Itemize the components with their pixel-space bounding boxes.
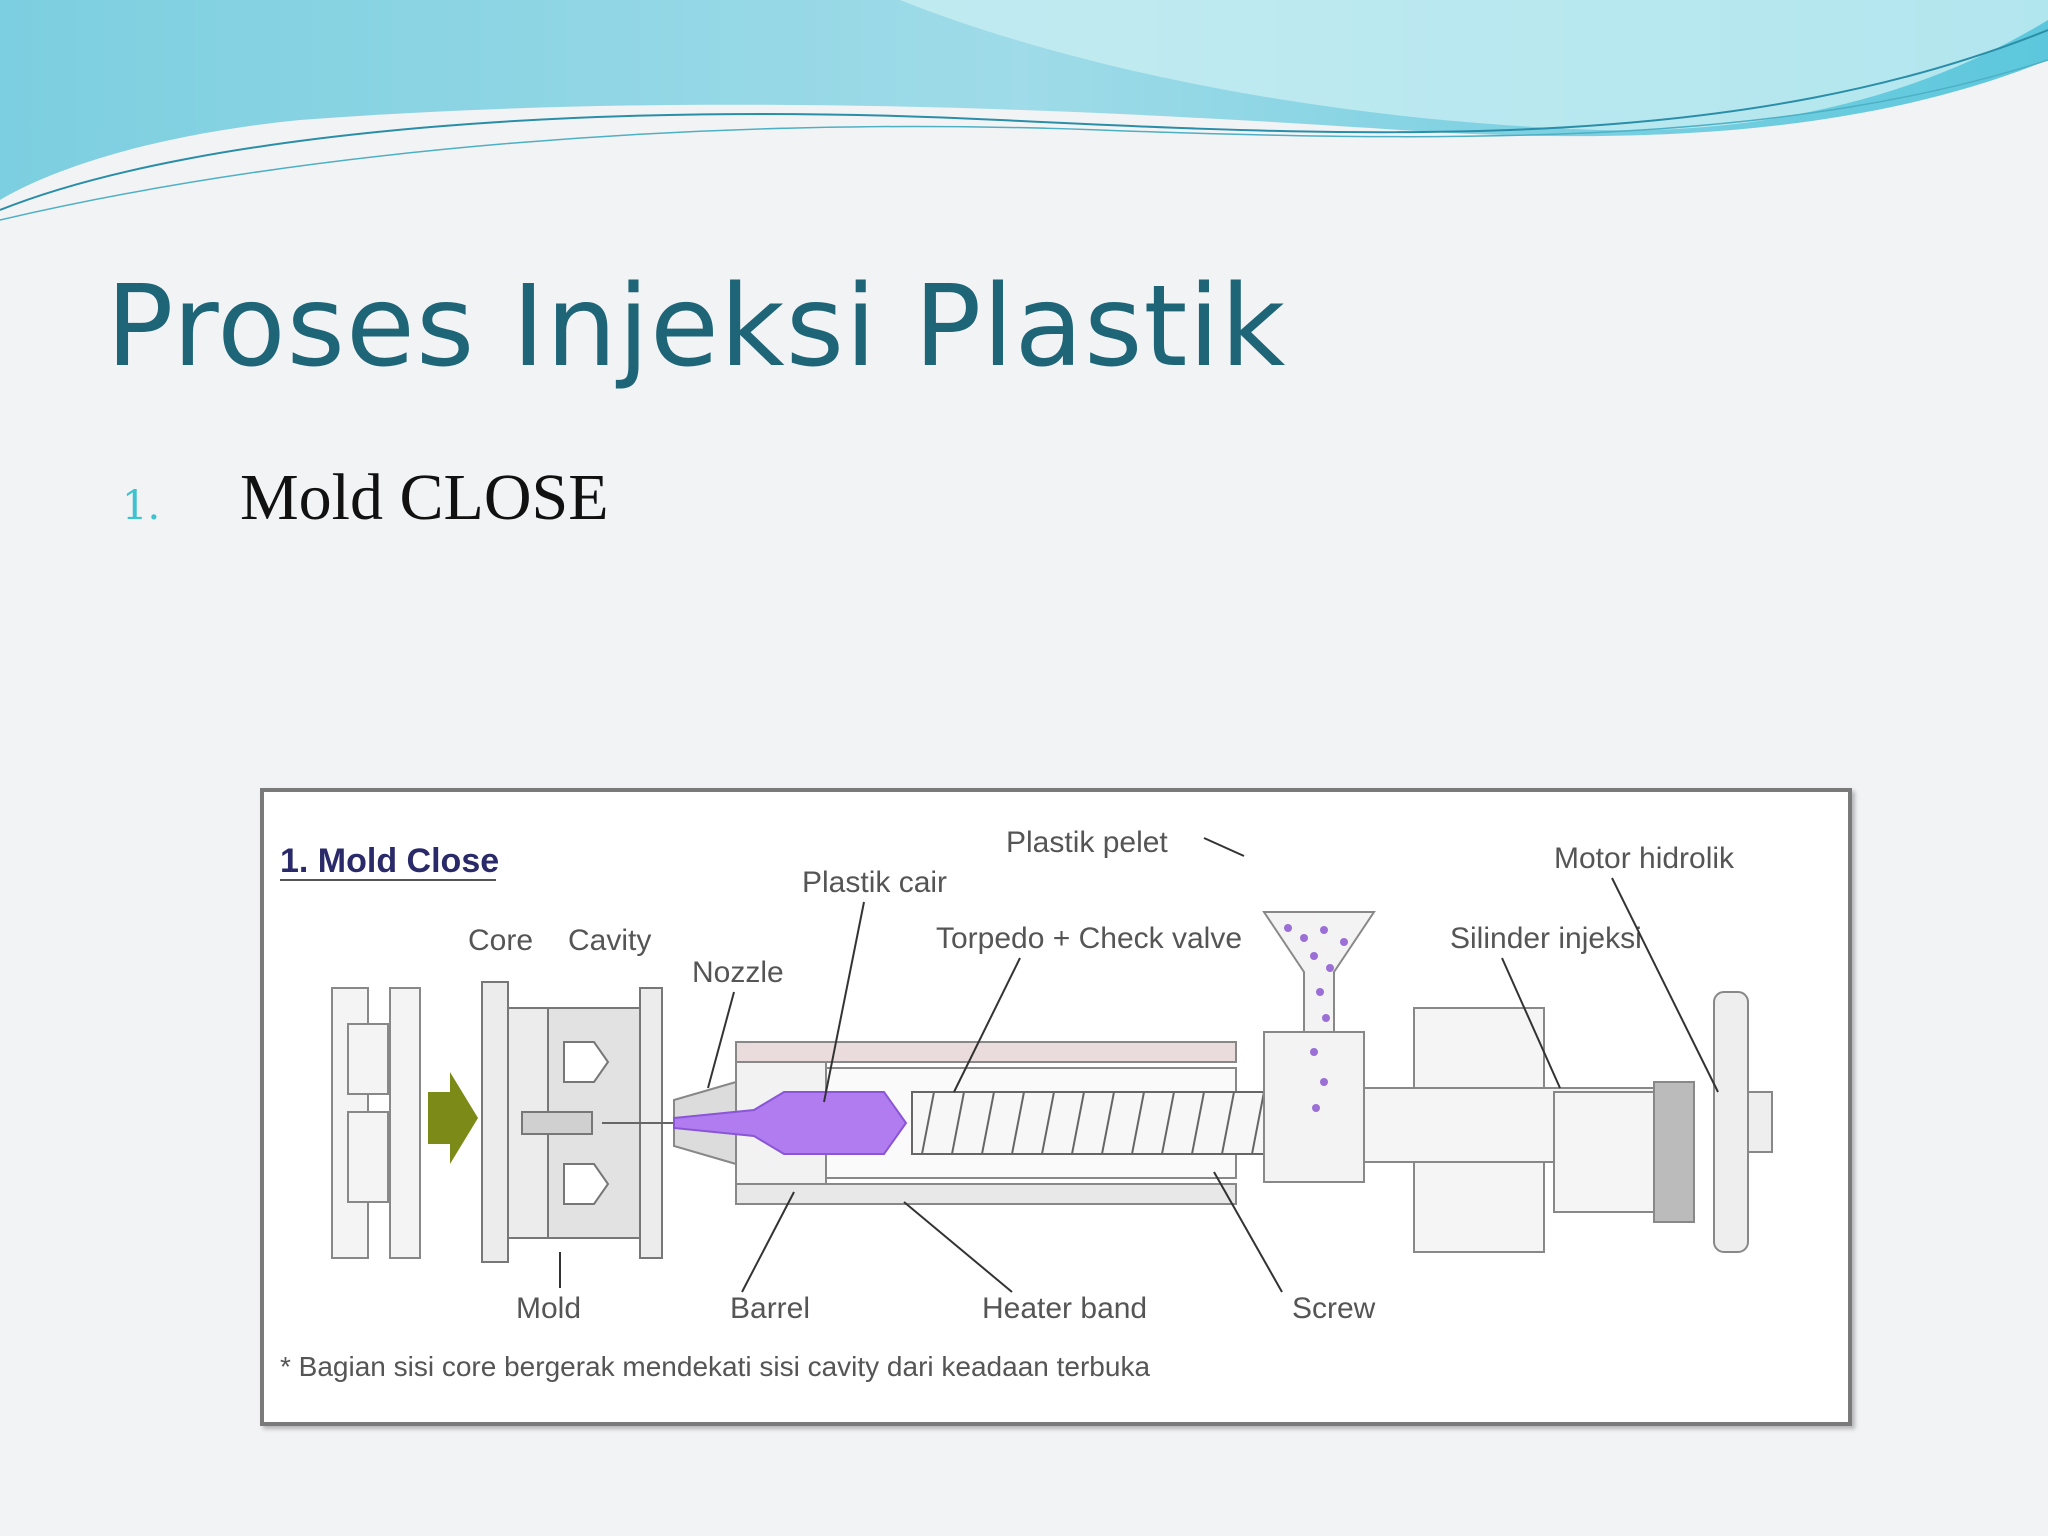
injection-diagram: 1. Mold Close <box>260 788 1852 1426</box>
clamp-plate <box>331 987 421 1259</box>
label-mold: Mold <box>516 1292 581 1325</box>
injection-cylinder <box>1363 1007 1695 1253</box>
label-plastik-cair: Plastik cair <box>802 866 947 899</box>
diagram-heading: 1. Mold Close <box>280 842 499 880</box>
label-nozzle: Nozzle <box>692 956 784 989</box>
screw <box>911 1091 1333 1155</box>
bullet-text: Mold CLOSE <box>240 461 609 534</box>
slide-title: Proses Injeksi Plastik <box>106 262 1287 392</box>
hydraulic-motor <box>1713 991 1773 1253</box>
label-torpedo: Torpedo + Check valve <box>936 922 1242 955</box>
molten-plastic <box>673 1091 908 1155</box>
label-cavity: Cavity <box>568 924 651 957</box>
closing-arrow-icon <box>428 1072 478 1164</box>
hopper <box>1262 911 1376 1183</box>
label-barrel: Barrel <box>730 1292 810 1325</box>
label-silinder-injeksi: Silinder injeksi <box>1450 922 1642 955</box>
diagram-note: * Bagian sisi core bergerak mendekati si… <box>280 1351 1150 1382</box>
bullet-number: 1. <box>122 483 161 529</box>
label-heater-band: Heater band <box>982 1292 1147 1325</box>
mold <box>481 981 663 1263</box>
label-screw: Screw <box>1292 1292 1376 1325</box>
leader-lines <box>559 837 1719 1293</box>
label-core: Core <box>468 924 533 957</box>
list-item: 1. Mold CLOSE <box>122 460 609 536</box>
plastic-pellets <box>1284 924 1348 1112</box>
label-plastik-pellet: Plastik pelet <box>1006 826 1168 859</box>
header-wave-decoration <box>0 0 2048 221</box>
label-motor-hidrolik: Motor hidrolik <box>1554 842 1735 875</box>
